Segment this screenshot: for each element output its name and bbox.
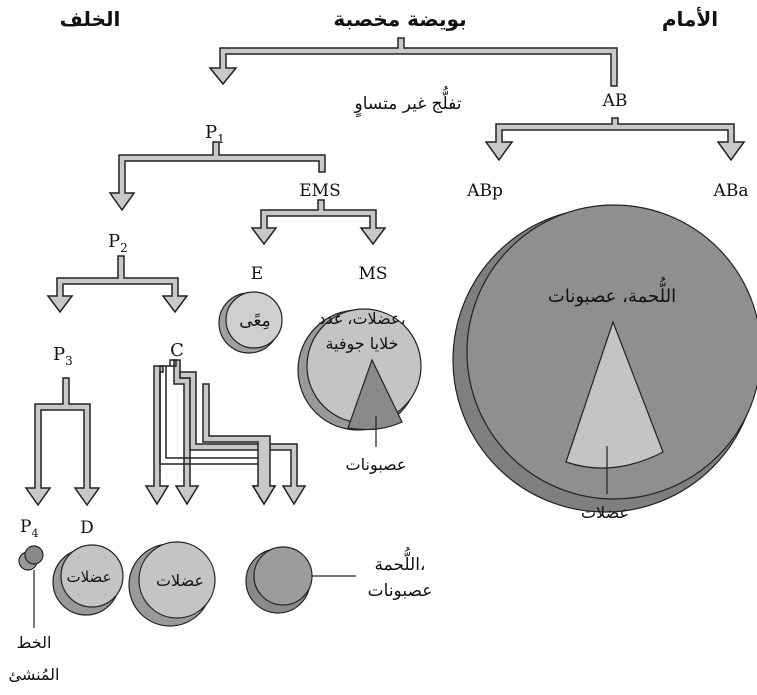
e-gut-circle — [218, 291, 283, 354]
header-zygote: بويضة مخصبة — [333, 7, 466, 31]
arrow-c-branch-1 — [144, 365, 170, 506]
ab-muscle-wedge — [565, 320, 664, 469]
label-unequal-cleavage: تفلُّج غير متساوٍ — [354, 85, 462, 118]
e-circle-main — [225, 291, 283, 349]
label-ms-line1: عضلات، غدد، — [318, 309, 405, 328]
cell-c: C — [170, 340, 184, 361]
cell-p1: P1 — [205, 122, 225, 146]
d-fate-circle — [52, 544, 124, 616]
d-circle-main — [60, 544, 124, 608]
cell-ab: AB — [602, 91, 628, 111]
header-posterior: الخلف — [60, 7, 121, 31]
arrow-p3-split — [24, 377, 101, 507]
label-germ-line1: الخط — [17, 633, 52, 652]
label-ms-line2: خلايا جوفية — [325, 334, 398, 354]
c-muscle-circle — [128, 541, 216, 627]
label-c-muscle: عضلات — [156, 571, 204, 590]
cell-p2: P2 — [108, 231, 128, 255]
arrow-c-branch-4 — [179, 371, 307, 506]
label-c-epi-line1: اللُّحمة، — [375, 546, 426, 575]
arrow-p1-split — [108, 141, 326, 212]
c-epi-main — [253, 546, 313, 606]
c-muscle-main — [138, 541, 216, 619]
label-d-muscle: عضلات — [66, 568, 111, 586]
arrow-ems-split — [250, 199, 387, 246]
lineage-arrows — [24, 37, 746, 507]
arrow-ab-split — [484, 117, 746, 162]
cell-p3: P3 — [53, 344, 73, 368]
ms-fate-circle — [297, 308, 422, 431]
arrow-zygote-split — [208, 37, 618, 87]
cell-abp: ABp — [466, 181, 503, 201]
ab-fate-circle — [452, 204, 757, 513]
cell-aba: ABa — [713, 181, 749, 201]
p4-circle-main — [24, 545, 44, 565]
cell-p4: P4 — [20, 517, 38, 540]
label-e-gut: مِعًى — [239, 311, 270, 331]
label-c-epi-line2: عصبونات — [368, 581, 433, 601]
arrow-p2-split — [46, 255, 189, 314]
cell-e: E — [251, 264, 263, 284]
cell-ems: EMS — [299, 181, 340, 201]
arrow-c-branch-3b — [202, 383, 277, 506]
label-ab-muscle: عضلات — [581, 503, 629, 522]
c-epi-circle — [245, 546, 313, 614]
leader-lines — [33, 416, 608, 628]
cell-d: D — [80, 518, 94, 538]
cell-ms: MS — [358, 264, 387, 284]
label-germ-line2: المُنشئ — [8, 665, 59, 684]
label-ms-neurons: عصبونات — [346, 455, 407, 475]
p4-cell — [18, 545, 44, 571]
header-anterior: الأمام — [662, 6, 718, 31]
